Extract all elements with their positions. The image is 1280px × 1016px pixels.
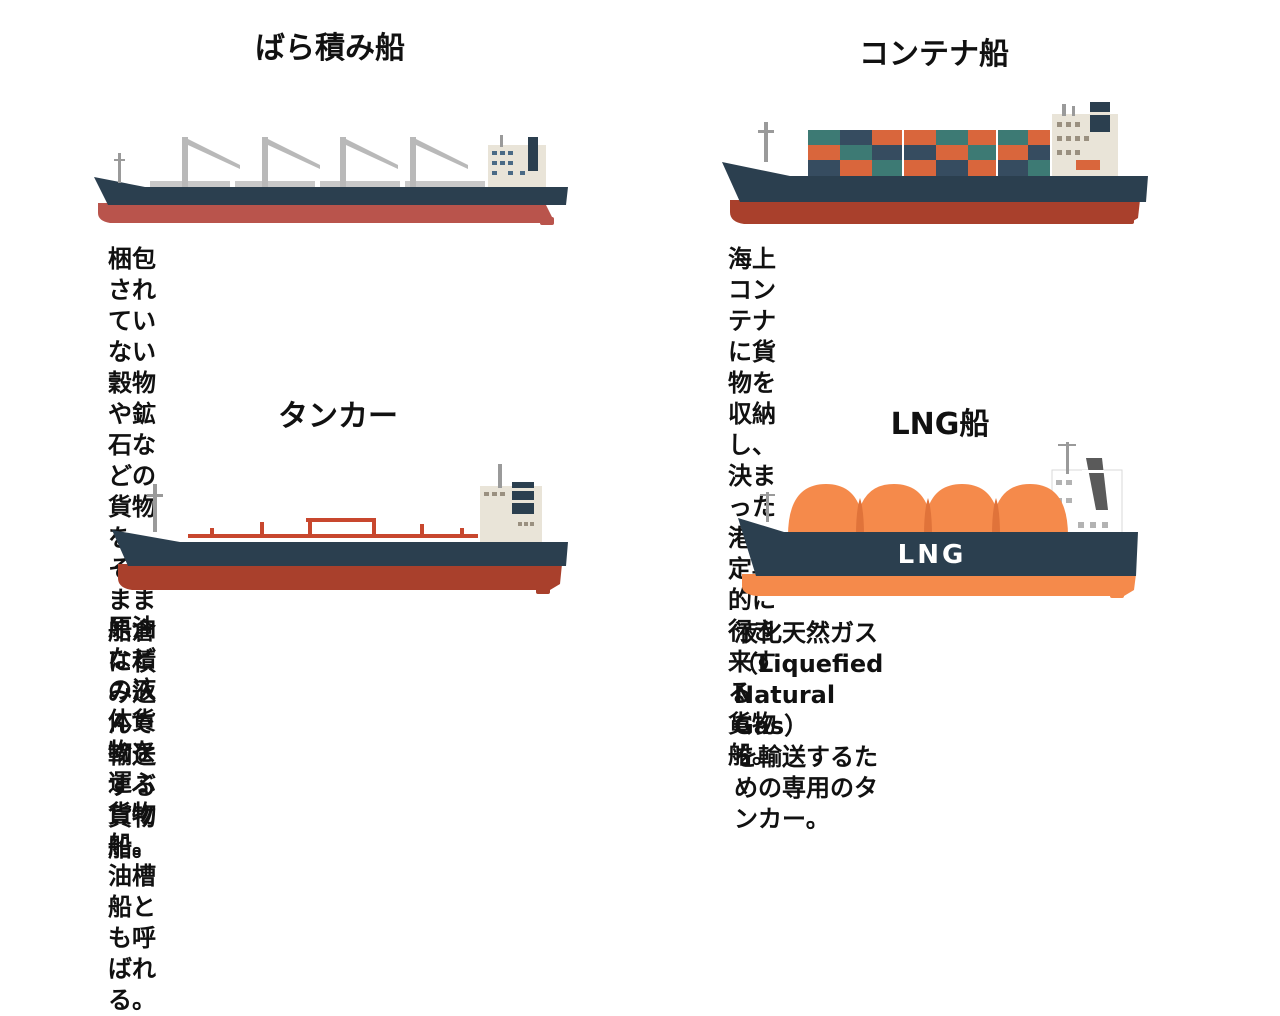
bulk-carrier-title: ばら積み船 xyxy=(255,31,405,66)
tanker-description: 原油などの液体貨物を運ぶ貨物船。 油槽船とも呼ばれる。 xyxy=(108,614,156,1014)
lng-carrier-description: 液化天然ガス（Liquefied Natural Gas） を輸送するための専用… xyxy=(734,619,884,833)
lng-carrier-title: LNG船 xyxy=(890,407,990,442)
container-ship-title: コンテナ船 xyxy=(859,37,1009,72)
lng-carrier-illustration xyxy=(738,442,1138,598)
container-ship-illustration xyxy=(722,102,1148,224)
tanker-title: タンカー xyxy=(278,399,398,434)
tanker-illustration xyxy=(112,464,568,594)
lng-hull-label: LNG xyxy=(897,540,967,570)
bulk-carrier-illustration xyxy=(94,135,568,225)
